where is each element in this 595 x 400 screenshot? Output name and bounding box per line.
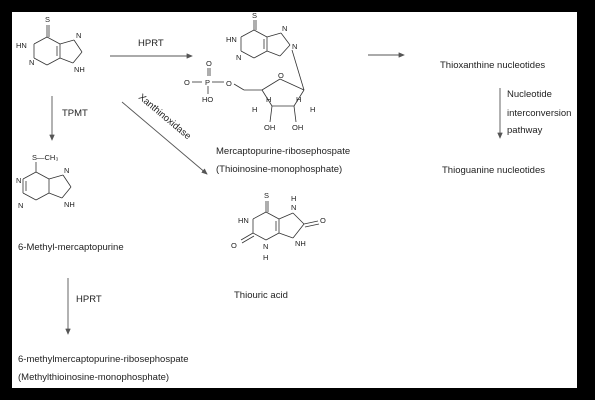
atom-s-ch3: S—CH₃ [32, 153, 58, 162]
atom-s: S [45, 15, 50, 24]
thiouric-label: Thiouric acid [234, 290, 288, 301]
atom-hn: HN [16, 41, 27, 50]
atom-h: H [310, 105, 315, 114]
atom-hn: HN [238, 216, 249, 225]
atom-n: N [16, 176, 21, 185]
pathway-diagram: S HN N N NH HPRT TPMT Xanthinoxidase S H… [16, 12, 571, 383]
atom-oh: OH [292, 123, 303, 132]
tpmt-label: TPMT [62, 108, 88, 119]
atom-nh: NH [74, 65, 85, 74]
interconversion-label: interconversion [507, 108, 571, 119]
atom-n: N [64, 166, 69, 175]
atom-o: O [231, 241, 237, 250]
pathway-label: pathway [507, 125, 543, 136]
hprt-top-label: HPRT [138, 38, 164, 49]
atom-h: H [263, 253, 268, 262]
xanthine-oxidase-arrow [121, 101, 208, 175]
methyl-ribose-name: 6-methylmercaptopurine-ribosephospate [18, 354, 189, 365]
atom-n: N [291, 203, 296, 212]
atom-n: N [282, 24, 287, 33]
atom-n: N [29, 58, 34, 67]
atom-n: N [236, 53, 241, 62]
atom-h: H [266, 95, 271, 104]
atom-ho: HO [202, 95, 213, 104]
methyl-ribose-alt: (Methylthioinosine-monophosphate) [18, 372, 169, 383]
thioinosine-monophosphate-structure: S HN N N N O O P O O HO OH OH H H H H [184, 12, 315, 132]
atom-o: O [226, 79, 232, 88]
thiouric-acid-structure: S HN O N H N H O NH [231, 191, 326, 262]
thioguanine-label: Thioguanine nucleotides [442, 165, 545, 176]
atom-o: O [184, 78, 190, 87]
atom-nh: NH [295, 239, 306, 248]
mercaptopurine-structure: S HN N N NH [16, 15, 85, 74]
atom-n: N [18, 201, 23, 210]
mp-ribose-alt: (Thioinosine-monophosphate) [216, 164, 342, 175]
atom-o: O [278, 71, 284, 80]
xanthine-oxidase-label: Xanthinoxidase [136, 92, 193, 142]
thioxanthine-label: Thioxanthine nucleotides [440, 60, 545, 71]
atom-s: S [252, 12, 257, 20]
atom-h: H [291, 194, 296, 203]
methylmercaptopurine-structure: S—CH₃ N N N NH [16, 153, 75, 210]
atom-o: O [206, 59, 212, 68]
atom-oh: OH [264, 123, 275, 132]
atom-p: P [205, 78, 210, 87]
hprt-bottom-label: HPRT [76, 294, 102, 305]
atom-nh: NH [64, 200, 75, 209]
atom-s: S [264, 191, 269, 200]
atom-n: N [263, 242, 268, 251]
diagram-panel: S HN N N NH HPRT TPMT Xanthinoxidase S H… [12, 12, 577, 388]
atom-h: H [296, 95, 301, 104]
atom-o: O [320, 216, 326, 225]
atom-n: N [292, 42, 297, 51]
methyl-mp-label: 6-Methyl-mercaptopurine [18, 242, 124, 253]
nucleotide-label: Nucleotide [507, 89, 552, 100]
atom-hn: HN [226, 35, 237, 44]
atom-h: H [252, 105, 257, 114]
mp-ribose-name: Mercaptopurine-ribosephospate [216, 146, 350, 157]
atom-n: N [76, 31, 81, 40]
